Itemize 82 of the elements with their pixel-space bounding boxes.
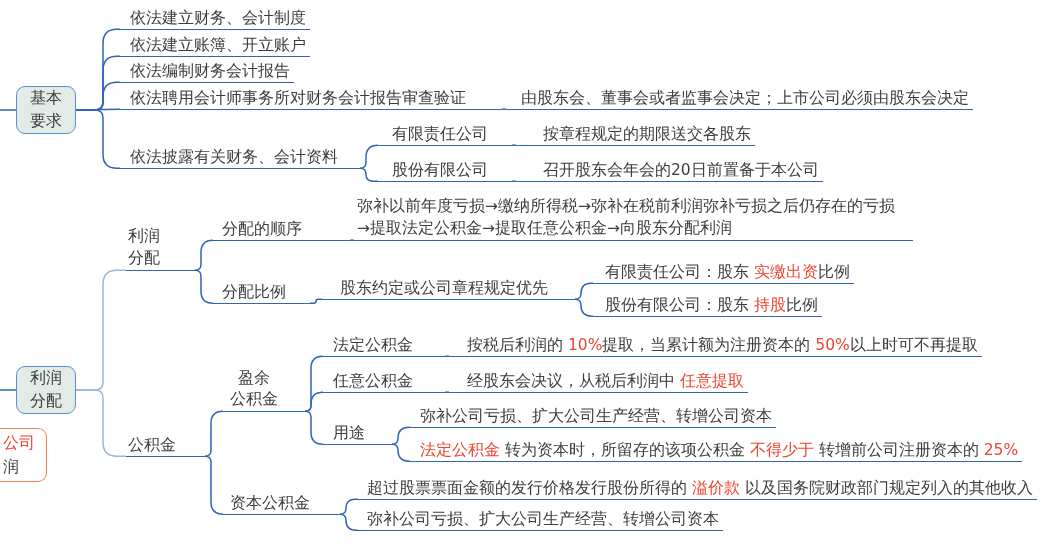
topic-text: 经股东会决议，从税后利润中 任意提取: [467, 371, 744, 391]
branch-connector: [75, 109, 121, 169]
branch-connector: [194, 269, 214, 304]
branch-connector: [304, 391, 324, 412]
main-topic-box: [16, 86, 76, 134]
branch-connector: [444, 391, 450, 393]
branch-connector: [511, 180, 517, 182]
mindmap-topic: [120, 147, 360, 169]
mindmap-topic: [223, 368, 305, 412]
mindmap-topic: [593, 295, 822, 317]
branch-connector: [391, 426, 411, 445]
topic-text: 资本公积金: [230, 493, 311, 513]
branch-connector: [359, 167, 379, 182]
topic-text: 按税后利润的 10%提取，当累计额为注册资本的 50%以上时可不再提取: [467, 335, 978, 355]
mindmap-topic: [223, 493, 340, 515]
topic-text: 润: [3, 457, 19, 478]
branch-connector: [501, 108, 507, 110]
branch-connector: [359, 144, 379, 169]
topic-text: 任意公积金: [333, 371, 414, 391]
branch-connector: [194, 239, 214, 271]
mindmap-topic: [126, 435, 205, 457]
topic-text: 利润分配: [128, 226, 161, 269]
topic-text: 弥补公司亏损、扩大公司生产经营、转增公司资本: [420, 406, 772, 426]
topic-text: 弥补公司亏损、扩大公司生产经营、转增公司资本: [367, 509, 719, 529]
topic-text: 股份有限公司: [392, 160, 489, 180]
mindmap-topic: [323, 423, 392, 445]
branch-connector: [204, 455, 224, 515]
branch-connector: [75, 389, 127, 457]
mindmap-topic: [120, 8, 310, 30]
topic-text: 有限责任公司: [392, 124, 489, 144]
topic-text: 依法建立账簿、开立账户: [130, 35, 306, 55]
mindmap-topic: [120, 35, 310, 57]
topic-text: 按章程规定的期限送交各股东: [543, 124, 751, 144]
topic-text: 利润分配: [30, 368, 62, 412]
topic-text: 基本要求: [30, 88, 62, 132]
topic-box: [0, 428, 47, 482]
topic-text: 分配比例: [222, 282, 287, 302]
mindmap-topic: [126, 225, 195, 271]
topic-text: 弥补以前年度亏损→缴纳所得税→弥补在税前利润弥补亏损之后仍存在的亏损→提取法定公积金→提取任意公积金→向股东分配利润: [357, 196, 896, 239]
branch-connector: [444, 355, 450, 357]
branch-connector: [511, 144, 517, 146]
topic-text: 盈余公积金: [230, 368, 278, 410]
topic-text: 超过股票票面金额的发行价格发行股份所得的 溢价款 以及国务院财政部门规定列入的其他收入: [367, 478, 1033, 498]
topic-text: 由股东会、董事会或者监事会决定；上市公司必须由股东会决定: [521, 88, 969, 108]
branch-connector: [0, 389, 17, 391]
mindmap-topic: [449, 371, 748, 393]
mindmap-topic: [516, 160, 823, 182]
branch-connector: [574, 298, 594, 317]
branch-connector: [339, 498, 359, 515]
topic-text: 依法聘用会计师事务所对财务会计报告审查验证: [130, 88, 467, 108]
main-topic-box: [16, 366, 76, 414]
mindmap-topic: [120, 61, 294, 83]
topic-text: 分配的顺序: [222, 219, 303, 239]
topic-text: 依法披露有关财务、会计资料: [130, 147, 339, 167]
branch-connector: [304, 410, 324, 445]
topic-text: 股东约定或公司章程规定优先: [340, 278, 549, 298]
branch-connector: [309, 298, 323, 304]
branch-connector: [574, 282, 594, 300]
branch-connector: [349, 239, 355, 241]
branch-connector: [0, 109, 17, 111]
topic-text: 公司: [3, 433, 35, 454]
topic-text: 依法建立财务、会计制度: [130, 8, 306, 28]
topic-text: 用途: [333, 423, 366, 443]
branch-connector: [339, 513, 359, 531]
mindmap-topic: [322, 278, 575, 300]
topic-text: 召开股东会年会的20日前置备于本公司: [543, 160, 819, 180]
mindmap-topic: [323, 335, 445, 357]
topic-text: 法定公积金 转为资本时，所留存的该项公积金 不得少于 转增前公司注册资本的 25%: [420, 440, 1019, 460]
topic-text: 公积金: [128, 435, 177, 455]
topic-text: 法定公积金: [333, 335, 414, 355]
branch-connector: [204, 410, 224, 457]
topic-text: 有限责任公司：股东 实缴出资比例: [605, 262, 850, 282]
topic-text: 依法编制财务会计报告: [130, 61, 290, 81]
mindmap-topic: [516, 124, 755, 146]
mindmap-topic: [213, 219, 350, 241]
mindmap-topic: [213, 282, 310, 304]
topic-text: 股份有限公司：股东 持股比例: [605, 295, 818, 315]
mindmap-topic: [120, 88, 502, 110]
mindmap-topic: [378, 124, 512, 146]
branch-connector: [391, 443, 411, 462]
mindmap-topic: [323, 371, 445, 393]
mindmap-topic: [378, 160, 512, 182]
